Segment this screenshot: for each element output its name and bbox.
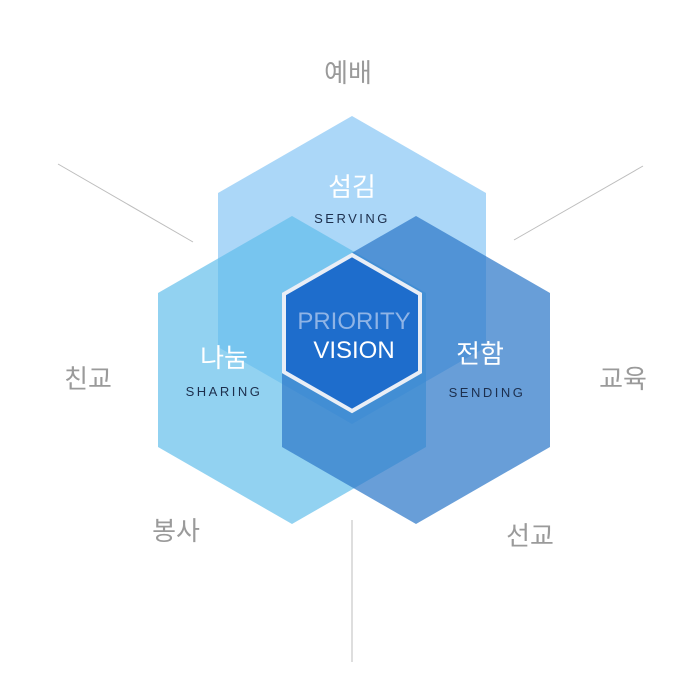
hexagon-sharing-sublabel: SHARING [186, 384, 263, 399]
center-hexagon [282, 252, 422, 414]
outer-label-bottom-left: 봉사 [152, 517, 200, 547]
outer-label-bottom-right: 선교 [506, 522, 554, 552]
outer-label-left: 친교 [64, 365, 112, 395]
hexagon-sending-sublabel: SENDING [449, 385, 526, 400]
outer-label-top: 예배 [324, 59, 372, 89]
hexagon-sending-label: 전함 [456, 340, 504, 370]
hexagon-serving-sublabel: SERVING [314, 211, 390, 226]
outer-label-right: 교육 [599, 365, 647, 395]
hexagon-sharing-label: 나눔 [200, 344, 248, 374]
center-label-priority: PRIORITY [297, 308, 410, 335]
divider-line-top-right [513, 165, 644, 241]
center-label-vision: VISION [313, 337, 394, 364]
divider-line-top-left [57, 163, 194, 243]
hexagon-serving-label: 섬김 [328, 173, 376, 203]
